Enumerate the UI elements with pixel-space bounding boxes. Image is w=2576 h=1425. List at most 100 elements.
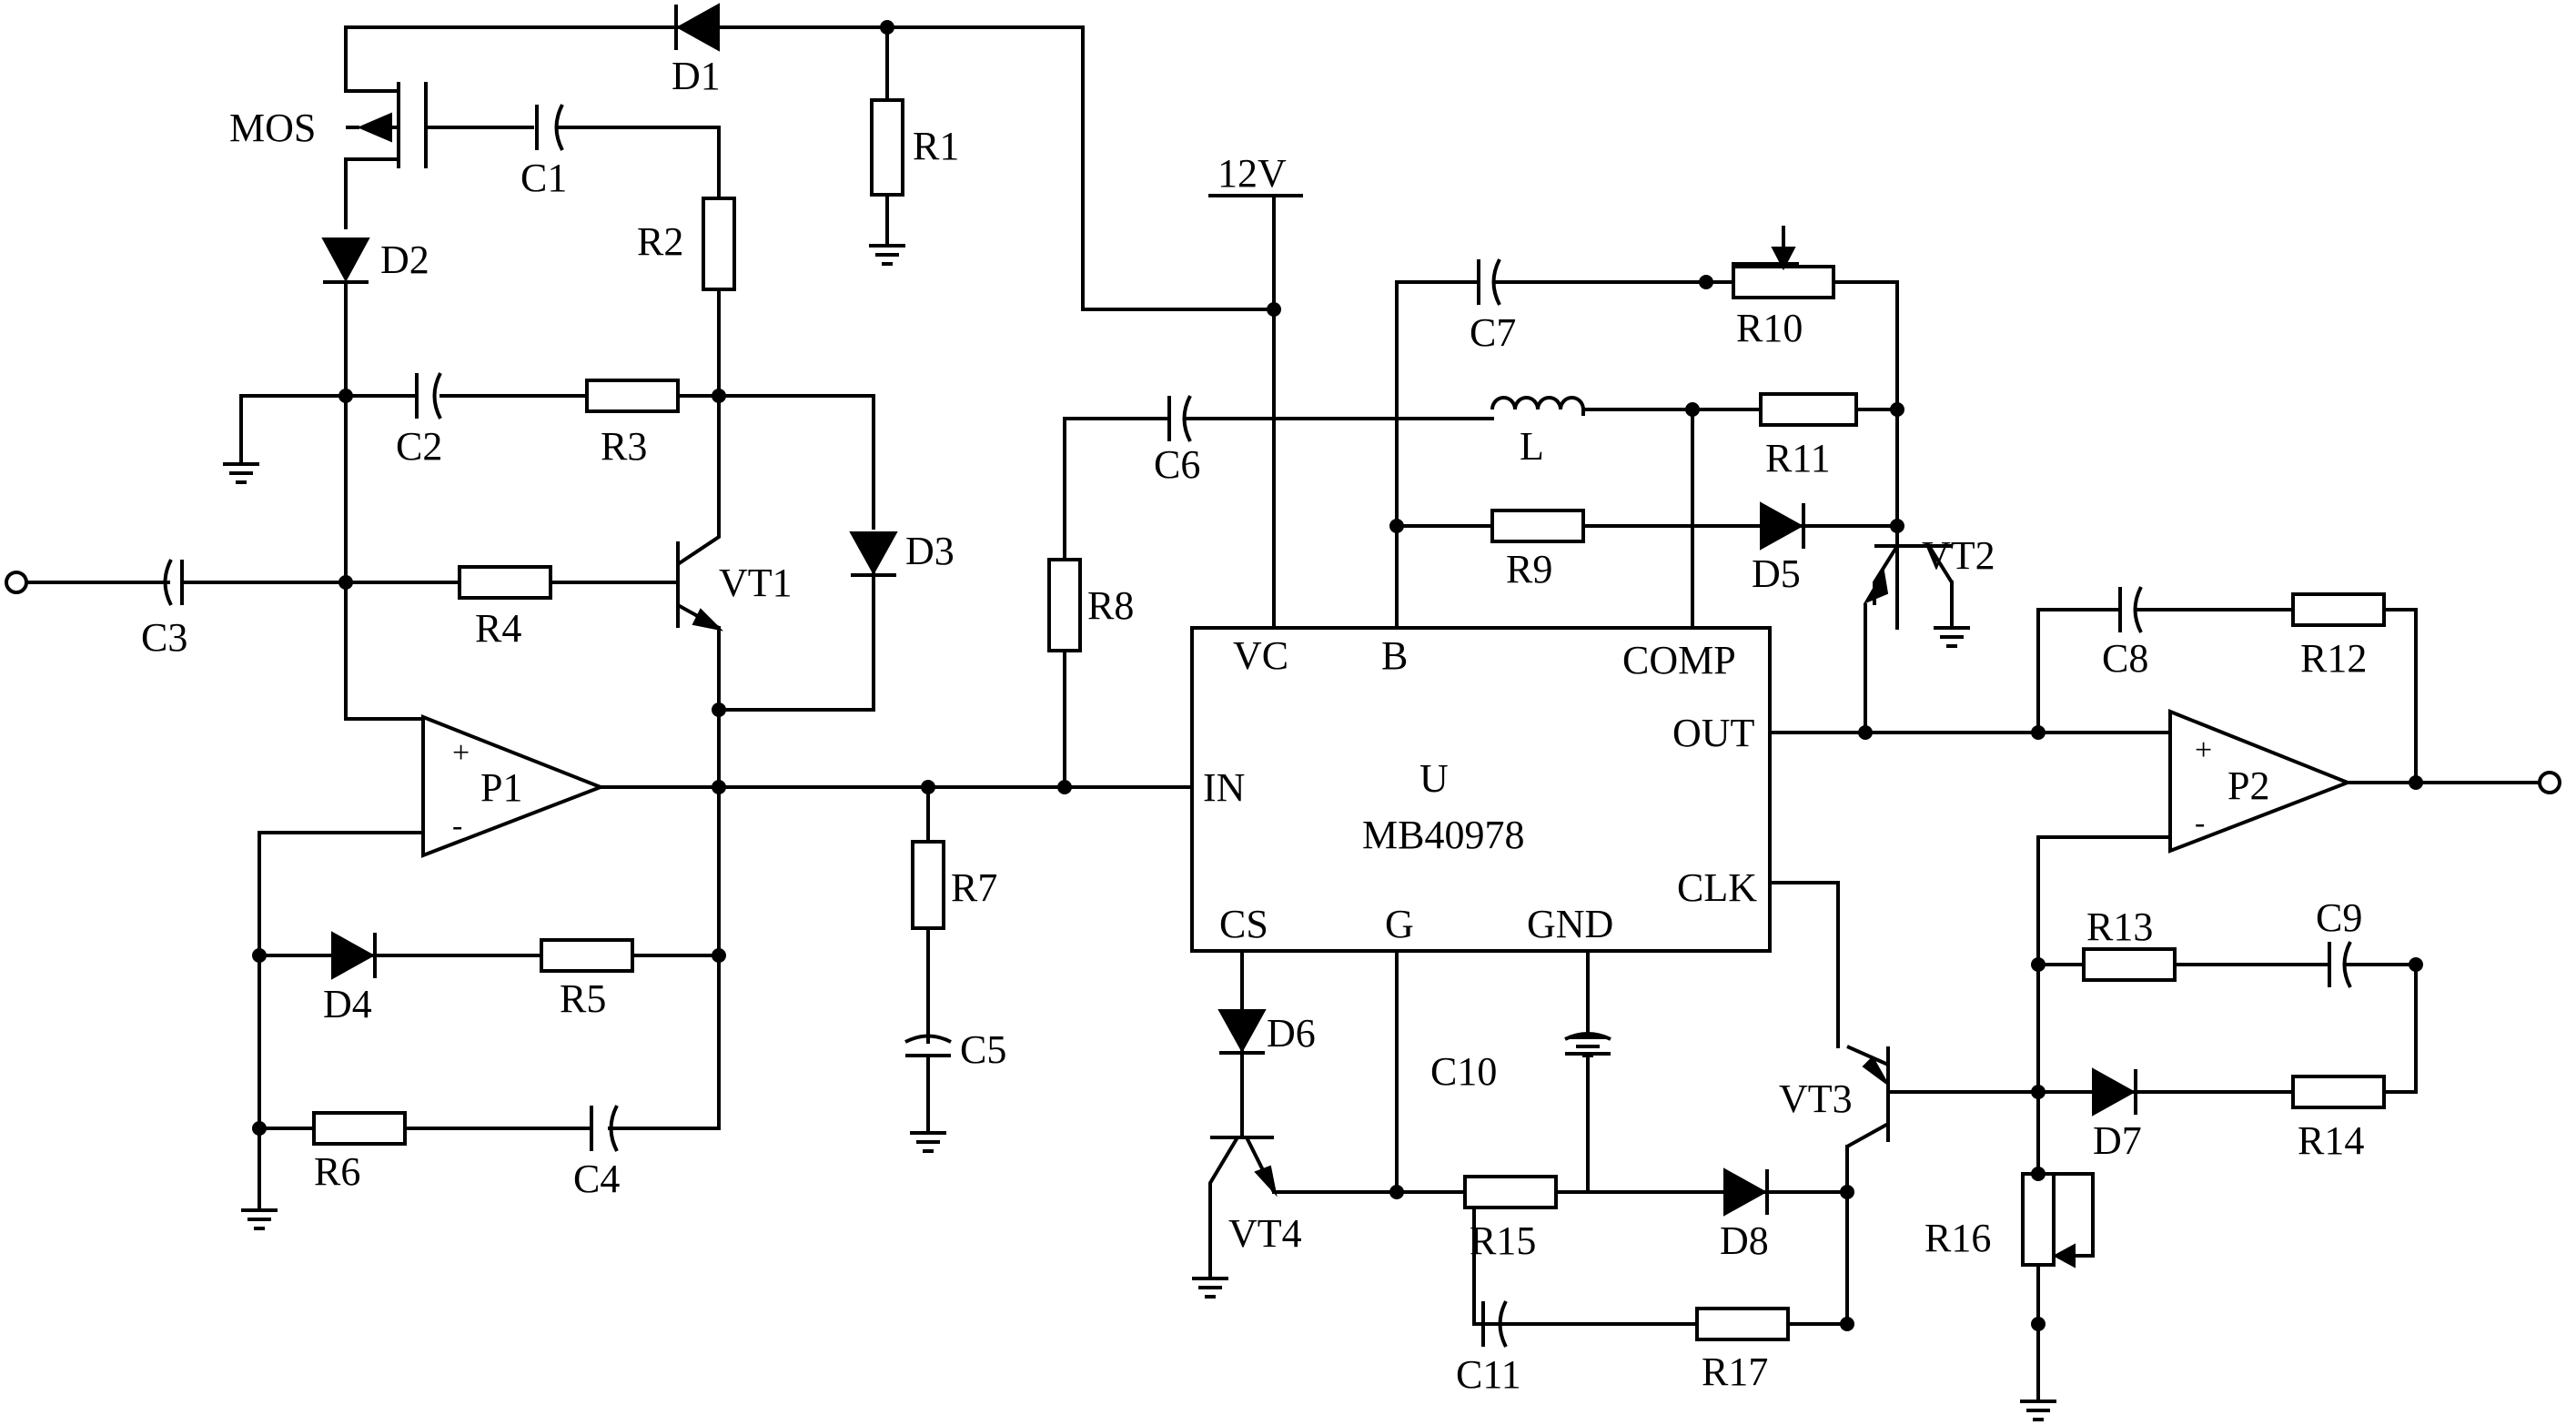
label-r5: R5	[560, 976, 606, 1021]
r16-wiper-arrow	[2052, 1243, 2076, 1268]
p1-minus: -	[452, 809, 462, 843]
diode-d7	[2092, 1067, 2137, 1117]
p1-label: P1	[480, 765, 522, 810]
label-mos: MOS	[229, 106, 316, 150]
r10-wiper-arrow	[1771, 247, 1796, 271]
transistor-vt4	[1208, 1136, 1278, 1278]
label-d8: D8	[1720, 1218, 1769, 1263]
capacitor-c9	[2328, 941, 2352, 988]
ground-icon	[241, 1208, 278, 1230]
pin-out: OUT	[1672, 711, 1755, 755]
p2-minus: -	[2195, 806, 2205, 840]
label-r17: R17	[1702, 1349, 1768, 1394]
capacitor-c4	[590, 1105, 619, 1152]
label-r2: R2	[637, 219, 683, 264]
p2-label: P2	[2227, 763, 2269, 808]
resistor-r8	[1047, 558, 1082, 652]
transistor-mos	[346, 82, 428, 168]
label-r4: R4	[475, 606, 521, 651]
label-d4: D4	[323, 982, 372, 1026]
label-c11: C11	[1456, 1352, 1521, 1397]
diode-d6	[1217, 1009, 1267, 1055]
resistor-r5	[540, 938, 634, 973]
resistor-r6	[312, 1111, 407, 1146]
pin-gnd: GND	[1527, 902, 1613, 946]
supply-label: 12V	[1217, 151, 1287, 196]
resistor-r9	[1490, 509, 1585, 543]
diode-d5	[1760, 501, 1805, 551]
pin-in: IN	[1203, 765, 1245, 810]
label-d3: D3	[905, 529, 955, 573]
ground-icon	[223, 462, 259, 484]
label-r11: R11	[1765, 436, 1831, 480]
label-r8: R8	[1087, 583, 1134, 628]
pin-g: G	[1385, 902, 1414, 946]
transistor-vt1	[676, 396, 724, 632]
resistors	[312, 98, 2386, 1341]
input-terminal	[5, 571, 28, 594]
label-c1: C1	[520, 156, 567, 200]
resistor-r7	[911, 840, 945, 930]
inductor-l	[1490, 396, 1585, 410]
label-d6: D6	[1267, 1011, 1316, 1056]
transistor-vt3	[1846, 1045, 1890, 1148]
pin-vc: VC	[1233, 633, 1288, 678]
label-r7: R7	[951, 865, 997, 910]
resistor-r15	[1463, 1175, 1558, 1209]
label-r15: R15	[1470, 1218, 1536, 1263]
resistor-r11	[1759, 392, 1858, 427]
ground-icon	[2020, 1400, 2056, 1421]
resistor-r17	[1695, 1307, 1790, 1341]
opamp-p1: + - P1	[421, 714, 606, 858]
label-c6: C6	[1154, 442, 1200, 487]
capacitor-c2	[415, 372, 442, 419]
capacitor-c3	[163, 559, 184, 606]
label-r13: R13	[2086, 905, 2153, 949]
label-vt2: VT2	[1922, 533, 1995, 578]
pin-cs: CS	[1219, 902, 1268, 946]
label-c2: C2	[396, 424, 442, 469]
pin-b: B	[1381, 633, 1408, 678]
ground-icon	[910, 1131, 946, 1153]
label-d2: D2	[380, 238, 429, 282]
diode-d8	[1723, 1167, 1769, 1217]
junctions	[252, 20, 2423, 1331]
p2-plus: +	[2195, 733, 2212, 767]
label-d7: D7	[2093, 1118, 2142, 1163]
label-r10: R10	[1736, 306, 1803, 350]
label-vt1: VT1	[719, 561, 793, 605]
label-c7: C7	[1470, 310, 1516, 355]
resistor-r4	[458, 565, 552, 600]
capacitor-c8	[2118, 586, 2143, 633]
pin-clk: CLK	[1677, 865, 1757, 910]
grounds	[223, 244, 2056, 1421]
label-c5: C5	[960, 1027, 1006, 1072]
pin-comp: COMP	[1622, 638, 1736, 682]
ic-mb40978: VC B COMP OUT IN CLK CS G GND U MB40978	[1190, 626, 1772, 953]
chip-name: U	[1419, 756, 1449, 801]
supply-12v: 12V	[1217, 151, 1287, 196]
diode-d2	[321, 238, 370, 284]
capacitors	[163, 104, 2352, 1348]
label-r3: R3	[601, 424, 647, 469]
label-r12: R12	[2300, 636, 2367, 681]
resistor-r10	[1732, 265, 1835, 299]
resistor-r12	[2291, 592, 2386, 627]
resistor-r16	[2021, 1172, 2056, 1267]
resistor-r13	[2082, 947, 2177, 982]
label-c4: C4	[573, 1157, 620, 1201]
label-c9: C9	[2316, 895, 2362, 940]
label-r6: R6	[314, 1149, 360, 1194]
p1-plus: +	[452, 736, 470, 770]
label-l: L	[1520, 424, 1544, 469]
resistor-r1	[870, 98, 904, 197]
label-vt3: VT3	[1779, 1076, 1853, 1121]
label-r16: R16	[1924, 1216, 1991, 1260]
capacitor-c6	[1167, 395, 1192, 442]
diode-d1	[674, 3, 720, 52]
ground-icon	[869, 244, 905, 266]
resistor-r3	[585, 379, 680, 413]
label-r1: R1	[913, 124, 959, 168]
label-c8: C8	[2102, 636, 2148, 681]
